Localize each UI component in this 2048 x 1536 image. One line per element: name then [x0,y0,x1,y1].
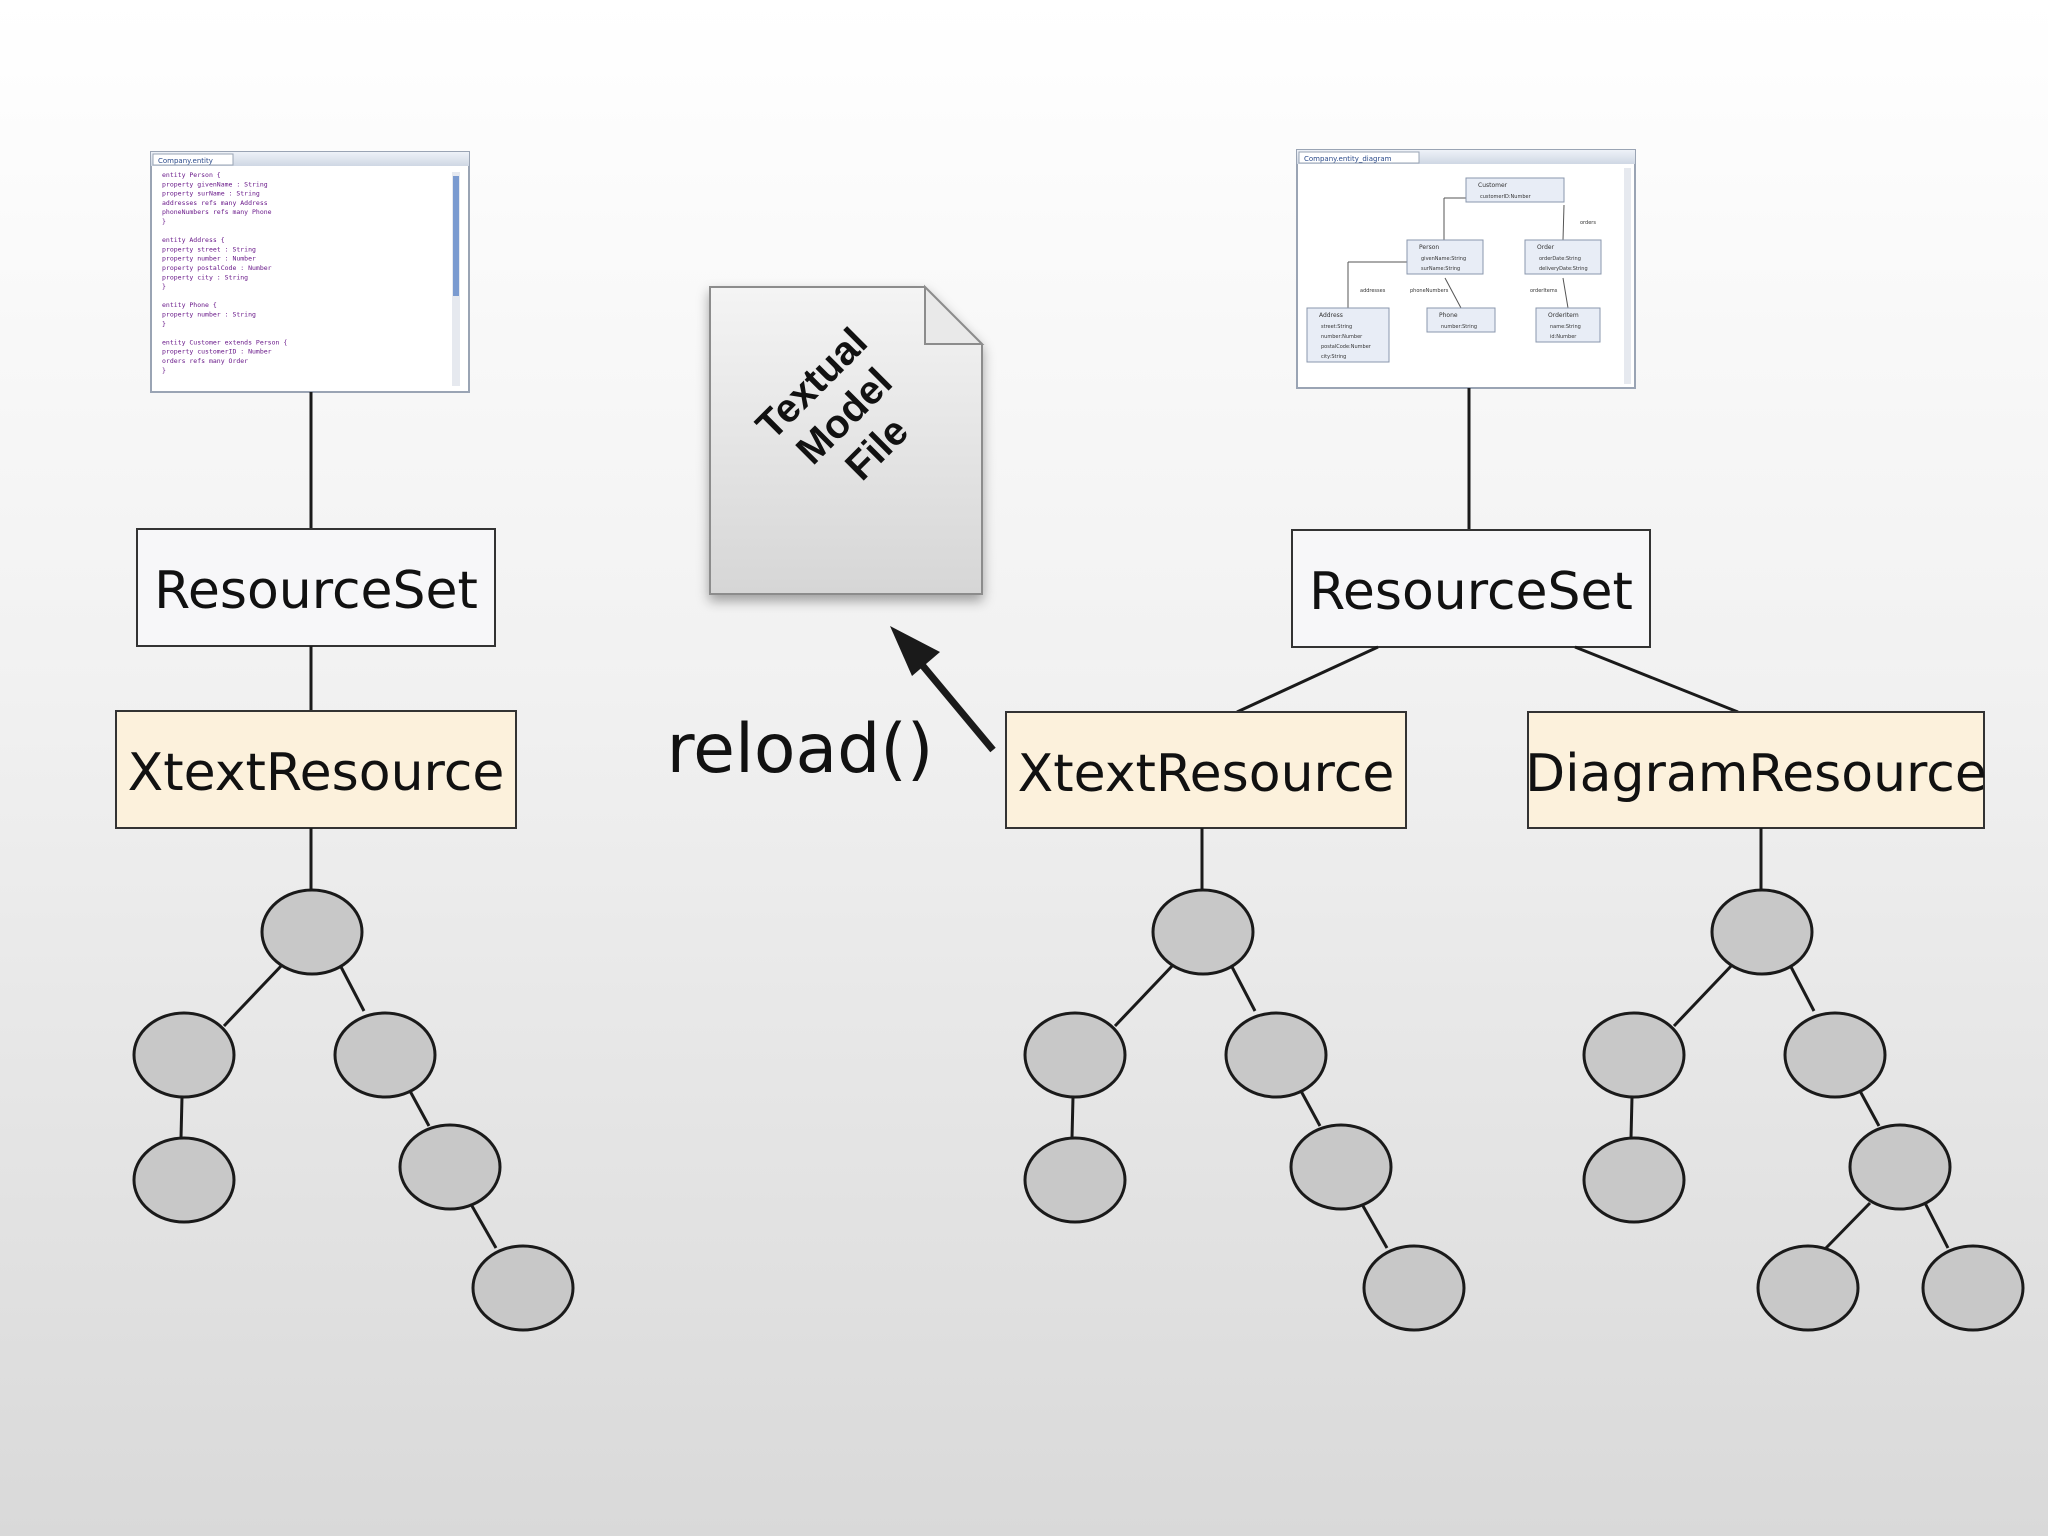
tree-node [1151,888,1255,976]
code-line: addresses refs many Address [162,199,268,207]
code-line: property number : String [162,311,256,319]
tree-node [398,1123,502,1211]
tree-node [1756,1244,1860,1332]
diagram-edge-label: phoneNumbers [1410,288,1449,294]
diagram-class-attribute: city:String [1321,354,1346,360]
left-model-tree [132,888,575,1332]
right-diagram-content: orders addresses phoneNumbers orderItems Cus… [1306,177,1602,363]
code-line: } [162,320,166,328]
code-line: property city : String [162,273,248,281]
right-diagram-window: Company.entity_diagram orders addresses ph… [1296,149,1636,389]
code-line: property street : String [162,245,256,253]
right-diagram-resource-box: DiagramResource [1525,711,1987,829]
diagram-class-name: Address [1319,312,1343,319]
diagram-class-name: Customer [1478,182,1508,189]
left-xtext-resource-box: XtextResource [115,710,517,829]
textual-model-file-icon: Textual Model File [709,284,985,595]
tree-node [1023,1136,1127,1224]
code-line: property number : Number [162,255,256,263]
tree-node [1582,1136,1686,1224]
diagram-resource-label: DiagramResource [1525,744,1987,804]
code-line: } [162,366,166,374]
left-editor-scroll-thumb[interactable] [453,176,459,296]
diagram-connector [1562,277,1569,309]
left-xtext-resource-label: XtextResource [128,743,505,803]
code-line: phoneNumbers refs many Phone [162,208,272,216]
diagram-class-attribute: surName:String [1421,266,1460,272]
diagram-class-name: Order [1537,244,1555,251]
reload-label: reload() [667,710,934,789]
diagram-edge-label: addresses [1360,288,1386,294]
diagram-class-name: OrderItem [1548,312,1579,319]
tree-node [260,888,364,976]
diagram-class-attribute: customerID:Number [1480,194,1532,200]
diagram-class-attribute: name:String [1550,324,1581,330]
code-line: property surName : String [162,190,260,198]
diagram-class-box[interactable] [1524,239,1602,275]
diagram-class-name: Person [1419,244,1439,251]
diagram-class-attribute: number:String [1441,324,1477,330]
left-resource-set-box: ResourceSet [136,528,496,647]
left-resource-set-label: ResourceSet [154,561,478,621]
diagram-class-box[interactable] [1306,307,1390,363]
code-line: } [162,218,166,226]
right-diagram-title: Company.entity_diagram [1304,155,1392,163]
tree-node [1362,1244,1466,1332]
diagram-class-attribute: givenName:String [1421,256,1466,262]
code-line: entity Customer extends Person { [162,338,287,346]
tree-node [1224,1011,1328,1099]
code-line: property customerID : Number [162,348,272,356]
code-line: } [162,283,166,291]
code-line: property givenName : String [162,180,268,188]
left-editor-window: Company.entity entity Person { property … [150,151,470,393]
tree-node [1710,888,1814,976]
tree-node [333,1011,437,1099]
tree-node [132,1011,236,1099]
tree-node [1848,1123,1952,1211]
diagram-class-attribute: number:Number [1321,334,1363,340]
right-xtext-resource-label: XtextResource [1018,744,1395,804]
code-line: entity Address { [162,236,225,244]
right-resource-set-box: ResourceSet [1291,529,1651,648]
diagram-connector [1562,204,1565,241]
left-editor-code: entity Person { property givenName : Str… [162,171,287,374]
tree-node [1783,1011,1887,1099]
left-editor-title: Company.entity [158,157,213,165]
diagram-class-box[interactable] [1426,307,1496,333]
diagram-class-attribute: id:Number [1550,334,1577,340]
diagram-edge-label: orderItems [1530,288,1558,294]
diagram-class-name: Phone [1439,312,1458,319]
diagram-class-attribute: street:String [1321,324,1352,330]
diagram-class-box[interactable] [1406,239,1484,275]
tree-node [1582,1011,1686,1099]
diagram-connector [1444,277,1462,309]
code-line: entity Phone { [162,301,217,309]
diagram-class-attribute: deliveryDate:String [1539,266,1588,272]
right-diagram-scrollbar[interactable] [1624,168,1631,384]
diagram-edge-label: orders [1580,220,1596,226]
diagram-class-attribute: postalCode:Number [1321,344,1372,350]
reload-arrow [890,626,996,753]
code-line: orders refs many Order [162,357,248,365]
code-line: property postalCode : Number [162,264,272,272]
tree-node [471,1244,575,1332]
right-xtext-model-tree [1023,888,1466,1332]
right-resource-set-label: ResourceSet [1309,562,1633,622]
diagram-class-box[interactable] [1465,177,1565,203]
diagram-class-attribute: orderDate:String [1539,256,1581,262]
tree-node [1289,1123,1393,1211]
tree-node [1023,1011,1127,1099]
tree-node [132,1136,236,1224]
right-xtext-resource-box: XtextResource [1005,711,1407,829]
code-line: entity Person { [162,171,221,179]
right-diagram-model-tree [1582,888,2025,1332]
tree-node [1921,1244,2025,1332]
diagram-class-box[interactable] [1535,307,1601,343]
